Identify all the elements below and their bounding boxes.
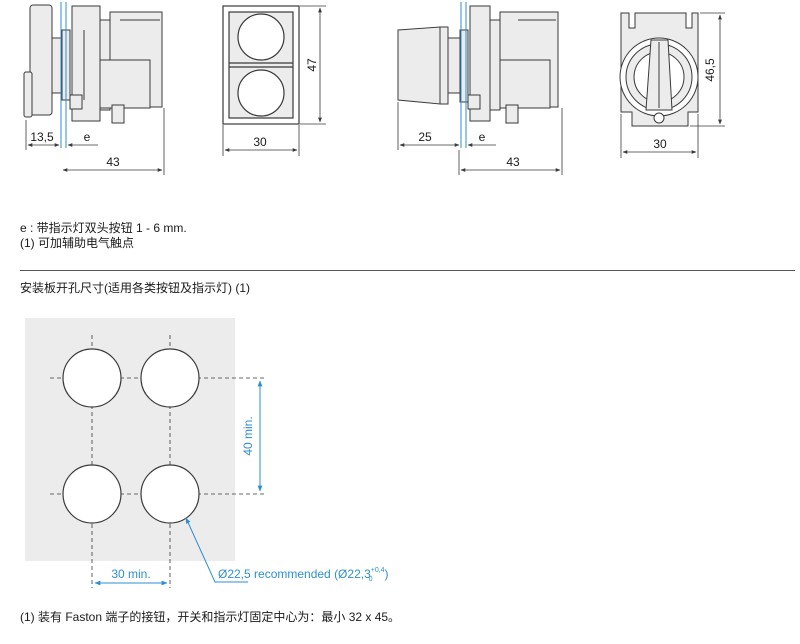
dim-46-5-label: 46,5 <box>703 58 717 82</box>
dim-43-3 <box>458 108 563 175</box>
tolerance-upper: +0,4 <box>371 567 385 574</box>
dim-25 <box>397 102 460 150</box>
dim-25-label: 25 <box>418 130 432 144</box>
dim-e-1-label: e <box>84 130 91 144</box>
dim-13-5 <box>25 120 60 150</box>
dim-e-3-label: e <box>479 130 486 144</box>
cutout-hole-1 <box>62 348 122 408</box>
dim-46-5 <box>690 12 725 127</box>
selector-side-view <box>397 5 559 124</box>
dim-47-label: 47 <box>305 58 319 72</box>
dim-30-4 <box>620 114 699 158</box>
dim-47 <box>300 5 326 125</box>
e-note: e : 带指示灯双头按钮 1 - 6 mm. <box>20 221 187 235</box>
section-title: 安装板开孔尺寸(适用各类按钮及指示灯) (1) <box>20 281 250 295</box>
tolerance-lower: 0 <box>369 576 373 583</box>
dim-40-min-label: 40 min. <box>241 416 255 455</box>
diameter-leader <box>185 517 248 583</box>
dim-30-2 <box>222 125 300 156</box>
aux-contact-note: (1) 可加辅助电气触点 <box>20 236 135 250</box>
dim-30-2-label: 30 <box>253 135 267 149</box>
cutout-hole-2 <box>140 348 200 408</box>
pushbutton-axis <box>60 2 67 148</box>
dim-43-3-label: 43 <box>506 155 520 169</box>
pushbutton-side-view <box>23 4 163 124</box>
diameter-callout: Ø22,5 recommended (Ø22,3+0,4 0) <box>218 567 388 583</box>
dim-13-5-label: 13,5 <box>30 130 54 144</box>
diameter-main-text: Ø22,5 recommended (Ø22,3 <box>218 567 371 581</box>
double-head-front-view <box>222 5 300 125</box>
mounting-panel <box>25 318 235 561</box>
section-divider <box>20 270 795 271</box>
dim-43-1-label: 43 <box>106 155 120 169</box>
cutout-hole-3 <box>62 464 122 524</box>
diameter-close-paren: ) <box>384 567 388 581</box>
dim-30-4-label: 30 <box>653 137 667 151</box>
dim-30-min-label: 30 min. <box>111 567 150 581</box>
dim-43-1 <box>62 108 165 175</box>
cutout-hole-4 <box>140 464 200 524</box>
selector-axis <box>460 2 467 148</box>
cutout-holes <box>62 348 200 524</box>
footnote: (1) 装有 Faston 端子的接钮，开关和指示灯固定中心为：最小 32 x … <box>20 610 401 624</box>
selector-front-view <box>619 12 699 127</box>
